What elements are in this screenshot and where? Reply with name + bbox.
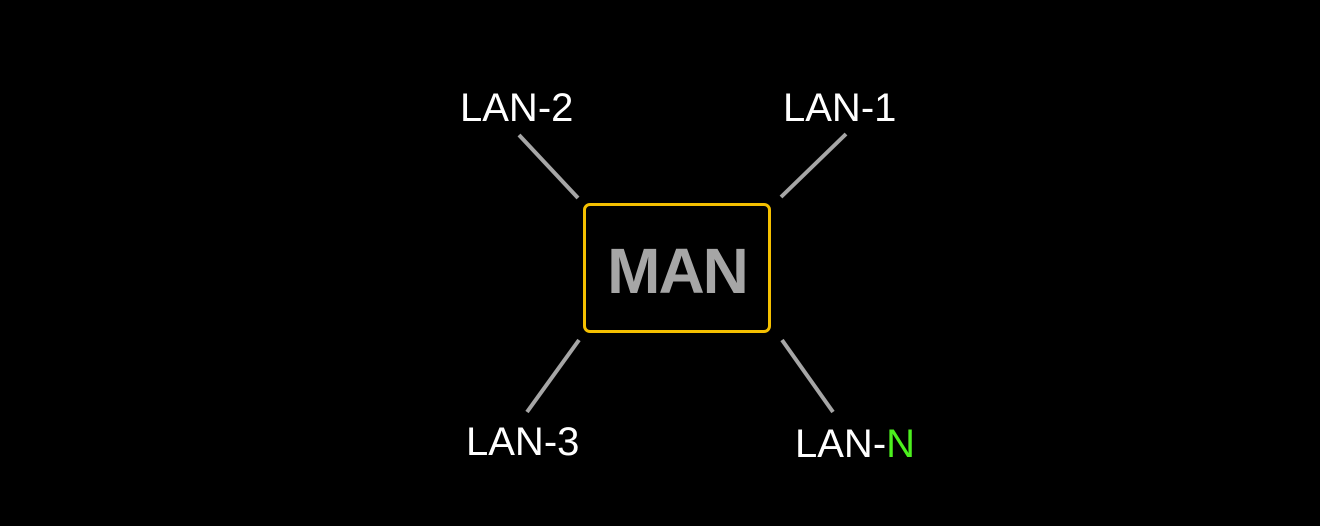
link-lan-1 — [779, 132, 848, 199]
lan-node-1: LAN-1 — [783, 88, 896, 128]
lan-node-2: LAN-2 — [460, 88, 573, 128]
lan-node-n: LAN-N — [795, 424, 915, 464]
lan-1-suffix: 1 — [874, 86, 897, 130]
lan-2-prefix: LAN- — [460, 86, 552, 130]
lan-n-prefix: LAN- — [795, 422, 887, 466]
link-lan-3 — [525, 338, 581, 414]
man-node-box: MAN — [583, 203, 771, 333]
lan-node-3: LAN-3 — [466, 422, 579, 462]
lan-n-suffix: N — [886, 422, 916, 466]
man-label: MAN — [607, 235, 749, 307]
lan-2-suffix: 2 — [551, 86, 574, 130]
lan-3-suffix: 3 — [557, 420, 580, 464]
lan-3-prefix: LAN- — [466, 420, 558, 464]
lan-1-prefix: LAN- — [783, 86, 875, 130]
link-lan-n — [780, 338, 835, 414]
link-lan-2 — [517, 133, 580, 200]
